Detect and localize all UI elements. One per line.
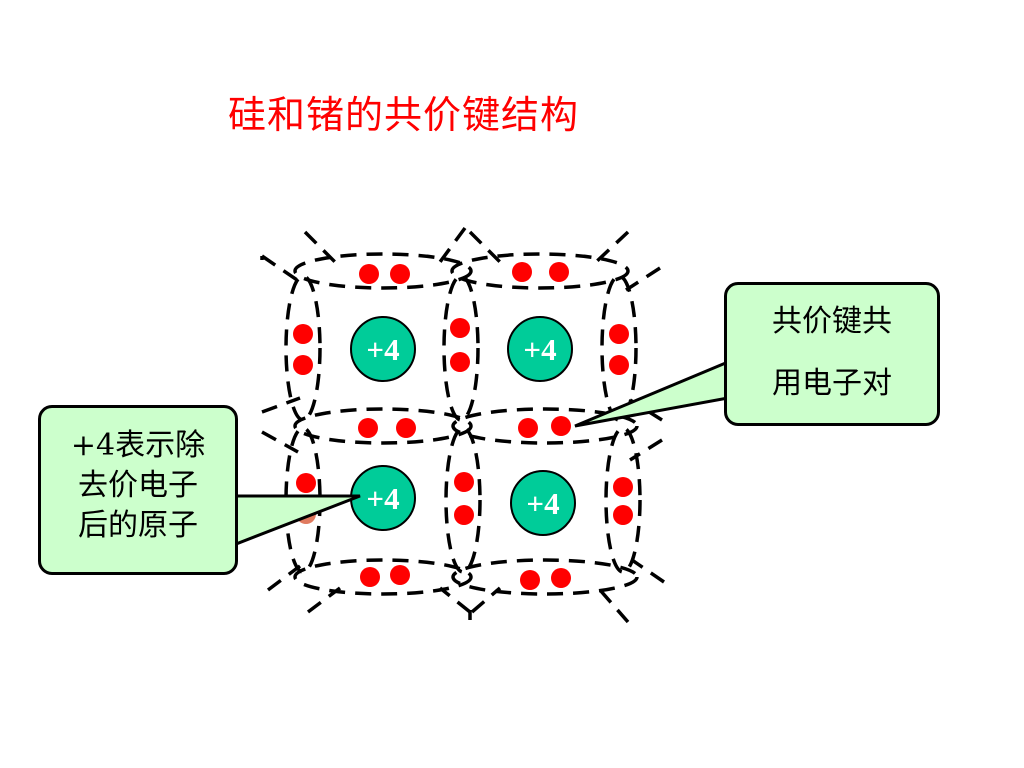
atom-core-label: +4 bbox=[366, 332, 399, 367]
bond-callout-pointer bbox=[574, 359, 730, 428]
electron bbox=[551, 568, 571, 588]
bond-loop bbox=[450, 252, 630, 290]
atom-core-label: +4 bbox=[526, 486, 559, 521]
bond-loop bbox=[604, 426, 642, 574]
electron bbox=[613, 477, 633, 497]
electron bbox=[293, 324, 313, 344]
atom-cores: +4 +4 +4 +4 bbox=[350, 316, 576, 536]
electron bbox=[358, 418, 378, 438]
bond-loop bbox=[451, 407, 639, 445]
bond-callout-line-1: 共价键共 bbox=[772, 304, 892, 339]
electron bbox=[520, 570, 540, 590]
electron bbox=[512, 262, 532, 282]
atom-callout-line-2: 去价电子 bbox=[78, 468, 198, 503]
electron bbox=[359, 264, 379, 284]
electron bbox=[360, 567, 380, 587]
atom-core: +4 bbox=[510, 470, 576, 536]
lattice-bond-lines bbox=[260, 226, 665, 624]
atom-core: +4 bbox=[350, 316, 416, 382]
electron bbox=[450, 318, 470, 338]
electron bbox=[296, 473, 316, 493]
atom-core: +4 bbox=[507, 316, 573, 382]
bond-loop bbox=[293, 558, 473, 596]
bond-loop bbox=[293, 407, 473, 445]
atom-callout: +4表示除 去价电子 后的原子 bbox=[38, 405, 238, 575]
bond-callout-line-2: 用电子对 bbox=[772, 366, 892, 401]
electron bbox=[551, 416, 571, 436]
electron bbox=[454, 505, 474, 525]
electron bbox=[613, 505, 633, 525]
bond-callout: 共价键共 用电子对 bbox=[724, 282, 940, 426]
bond-loop bbox=[444, 426, 482, 574]
atom-core: +4 bbox=[350, 465, 416, 531]
bond-loop bbox=[293, 252, 473, 290]
electron bbox=[390, 565, 410, 585]
bond-loop bbox=[442, 274, 480, 422]
bond-loop bbox=[451, 558, 639, 596]
atom-core-label: +4 bbox=[523, 332, 556, 367]
callout-pointers bbox=[234, 359, 730, 547]
electron bbox=[518, 418, 538, 438]
bond-loop bbox=[600, 274, 638, 422]
atom-core-label: +4 bbox=[366, 481, 399, 516]
electron bbox=[293, 355, 313, 375]
atom-callout-line-1: +4表示除 bbox=[70, 428, 206, 463]
electron bbox=[609, 324, 629, 344]
electron bbox=[450, 352, 470, 372]
electron bbox=[390, 264, 410, 284]
atom-callout-pointer bbox=[234, 494, 361, 547]
electron bbox=[609, 355, 629, 375]
page-title: 硅和锗的共价键结构 bbox=[228, 93, 580, 137]
electron bbox=[396, 418, 416, 438]
atom-callout-line-3: 后的原子 bbox=[78, 508, 198, 543]
bond-loop bbox=[284, 274, 322, 422]
electron bbox=[454, 472, 474, 492]
electron bbox=[549, 262, 569, 282]
